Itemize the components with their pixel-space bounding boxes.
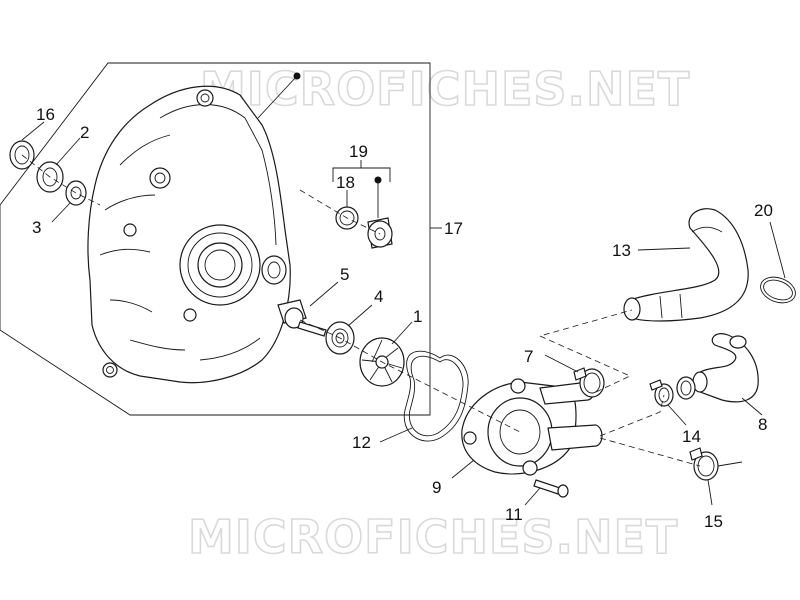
leader-1 — [391, 321, 413, 345]
leader-16 — [21, 121, 45, 141]
axis-line-clamp-15 — [599, 437, 701, 467]
leader-cover — [257, 75, 298, 119]
leader-5 — [309, 281, 339, 307]
axis-line-pump — [299, 319, 521, 433]
leader-13 — [637, 247, 691, 251]
part-19-plug — [367, 217, 393, 249]
axis-line-shaft — [21, 154, 101, 206]
engine-side-cover — [87, 85, 291, 384]
part-3-seal — [65, 180, 87, 206]
axis-line-plug — [299, 189, 381, 235]
callout-13: 13 — [612, 241, 631, 260]
leader-7 — [544, 354, 579, 373]
callout-15: 15 — [704, 512, 723, 531]
callout-8: 8 — [758, 415, 767, 434]
callout-1: 1 — [413, 307, 422, 326]
part-20-hose-clip — [760, 276, 796, 304]
callout-20: 20 — [754, 201, 773, 220]
callout-7: 7 — [524, 347, 533, 366]
bracket-19 — [332, 167, 391, 182]
group-17-frame — [0, 62, 431, 416]
leader-12 — [379, 427, 413, 443]
callout-18: 18 — [336, 173, 355, 192]
callout-9: 9 — [432, 478, 441, 497]
watermark-top: MICROFICHES.NET — [200, 62, 690, 116]
leader-20 — [769, 221, 786, 279]
callout-3: 3 — [32, 218, 41, 237]
leader-14 — [667, 404, 687, 426]
leader-15 — [707, 479, 713, 506]
part-14-hose-clamps — [649, 376, 696, 407]
leader-4 — [347, 304, 373, 327]
leader-11 — [524, 487, 541, 506]
callout-17: 17 — [444, 219, 463, 238]
watermark-bottom: MICROFICHES.NET — [188, 510, 678, 564]
part-15-hose-clamp — [689, 447, 743, 481]
callout-11: 11 — [505, 505, 523, 524]
callout-19: 19 — [349, 142, 368, 161]
part-9-pump-housing — [461, 378, 603, 476]
part-11-screw — [533, 479, 569, 498]
callout-14: 14 — [682, 427, 701, 446]
leader-3 — [51, 202, 71, 223]
callout-4: 4 — [374, 287, 383, 306]
part-12-gasket — [403, 350, 469, 442]
part-8-coolant-hose — [692, 333, 759, 403]
callout-16: 16 — [36, 105, 55, 124]
callout-5: 5 — [340, 265, 349, 284]
leader-2 — [55, 137, 81, 166]
callout-12: 12 — [352, 433, 371, 452]
callout-2: 2 — [80, 123, 89, 142]
axis-line-hose-13 — [538, 309, 633, 393]
part-13-coolant-hose — [623, 208, 749, 322]
leader-9 — [451, 459, 475, 479]
axis-line-hose-8 — [599, 394, 665, 437]
part-5-shaft — [277, 299, 327, 337]
leader-8 — [741, 397, 763, 416]
